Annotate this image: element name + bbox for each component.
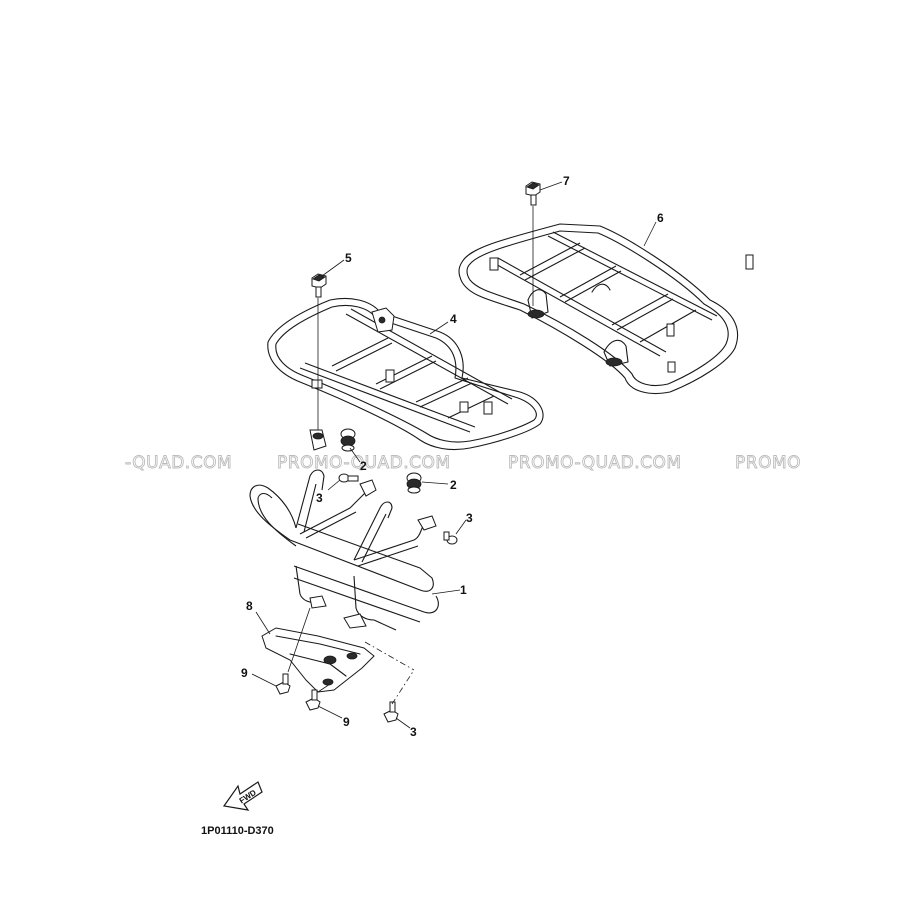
leader-3c <box>395 717 411 729</box>
grommet-2-left <box>340 428 356 452</box>
leader-2b <box>421 481 449 485</box>
leader-1 <box>431 589 461 595</box>
screw-9-b <box>305 689 321 711</box>
bracket-8 <box>261 627 375 693</box>
leader-3b <box>455 519 467 535</box>
leader-7 <box>539 181 563 191</box>
alignment-line-a <box>364 641 415 671</box>
leader-3a <box>327 479 341 491</box>
leader-6 <box>643 221 657 247</box>
leader-8 <box>255 611 271 635</box>
leader-2a <box>349 447 361 463</box>
callout-4: 4 <box>450 312 457 326</box>
alignment-line-d <box>317 683 331 693</box>
callout-2b: 2 <box>450 478 457 492</box>
callout-3b: 3 <box>466 511 473 525</box>
bolt-5 <box>311 273 327 434</box>
screw-9-a <box>275 673 291 695</box>
alignment-line-b <box>391 669 415 705</box>
bolt-3-b <box>443 531 458 545</box>
watermark: -QUAD.COM PROMO-QUAD.COM PROMO-QUAD.COM … <box>125 453 801 474</box>
watermark-text-1: -QUAD.COM <box>125 453 232 473</box>
callout-3a: 3 <box>316 491 323 505</box>
watermark-text-4: PROMO <box>735 453 801 473</box>
front-carrier <box>267 297 544 451</box>
callout-9a: 9 <box>241 666 248 680</box>
callout-2a: 2 <box>360 459 367 473</box>
callout-5: 5 <box>345 251 352 265</box>
callout-3c: 3 <box>410 725 417 739</box>
bolt-3-c <box>383 701 399 723</box>
bolt-3-a <box>338 473 359 483</box>
leader-4 <box>429 321 449 335</box>
rear-carrier <box>458 223 754 395</box>
watermark-text-3: PROMO-QUAD.COM <box>508 453 682 473</box>
leader-9a <box>251 673 277 687</box>
callout-1: 1 <box>460 583 467 597</box>
leader-9b <box>317 705 343 719</box>
alignment-line-c <box>287 607 311 673</box>
bolt-7 <box>525 181 541 306</box>
diagram-code: 1P01110-D370 <box>201 825 274 837</box>
leader-5 <box>321 259 345 277</box>
watermark-text-2: PROMO-QUAD.COM <box>277 453 451 473</box>
callout-6: 6 <box>657 211 664 225</box>
callout-8: 8 <box>246 599 253 613</box>
front-guard <box>249 429 439 631</box>
callout-7: 7 <box>563 174 570 188</box>
grommet-2-right <box>406 472 422 494</box>
fwd-arrow-icon: FWD <box>222 781 263 811</box>
callout-9b: 9 <box>343 715 350 729</box>
